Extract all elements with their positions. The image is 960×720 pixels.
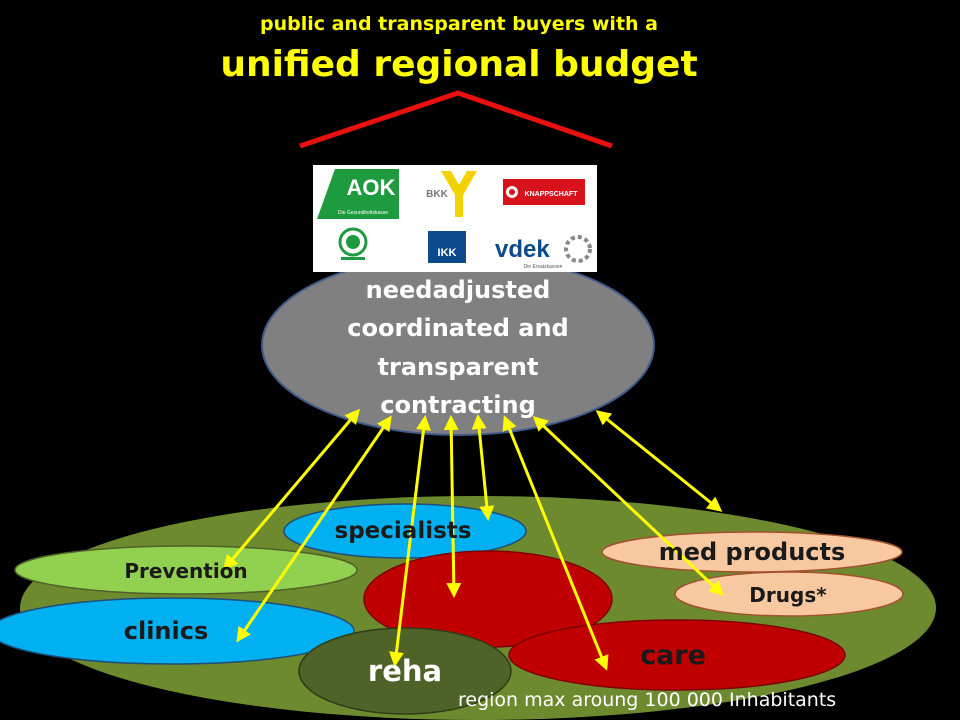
contracting-line-3: transparent — [377, 353, 539, 381]
knappschaft-logo: KNAPPSCHAFT — [503, 179, 585, 205]
bkk-logo: BKK — [426, 171, 477, 217]
contracting-line-1: needadjusted — [365, 276, 551, 304]
contracting-line-4: contracting — [380, 391, 536, 419]
aok-tagline: Die Gesundheitskasse — [338, 210, 388, 216]
knappschaft-logo-text: KNAPPSCHAFT — [525, 191, 579, 198]
roof-line — [299, 90, 613, 149]
reha-label: reha — [367, 654, 443, 688]
region-caption: region max aroung 100 000 Inhabitants — [458, 689, 837, 711]
ikk-logo: IKK — [428, 231, 466, 263]
clinics-label: clinics — [123, 617, 209, 645]
specialists-label: specialists — [334, 518, 472, 544]
insurer-logos-panel: AOK Die Gesundheitskasse BKK KNAPPSCHAFT… — [313, 165, 597, 272]
svlfg-logo — [338, 227, 368, 260]
arrow-specialists — [471, 414, 495, 521]
arrow-clinics — [236, 415, 392, 643]
arrow-group — [223, 408, 725, 671]
med-products-label: med products — [658, 538, 846, 566]
diagram-subtitle: public and transparent buyers with a — [259, 13, 658, 35]
aok-logo-text: AOK — [347, 175, 396, 200]
drugs-label: Drugs* — [749, 583, 827, 607]
vdek-tagline: Die Ersatzkassen — [524, 264, 563, 270]
vdek-logo-text: vdek — [495, 236, 550, 263]
ikk-logo-text: IKK — [438, 247, 457, 259]
prevention-label: Prevention — [124, 559, 248, 583]
insurer-logos: AOK Die Gesundheitskasse BKK KNAPPSCHAFT… — [317, 169, 592, 270]
care-label: care — [640, 640, 706, 671]
arrow-center — [443, 415, 462, 598]
diagram-title: unified regional budget — [220, 44, 698, 85]
arrow-reha — [389, 415, 431, 667]
vdek-logo: vdek Die Ersatzkassen — [495, 235, 592, 270]
aok-logo: AOK Die Gesundheitskasse — [317, 169, 399, 219]
bkk-logo-text: BKK — [426, 189, 448, 200]
contracting-line-2: coordinated and — [347, 314, 569, 342]
arrow-med-products — [595, 410, 723, 512]
